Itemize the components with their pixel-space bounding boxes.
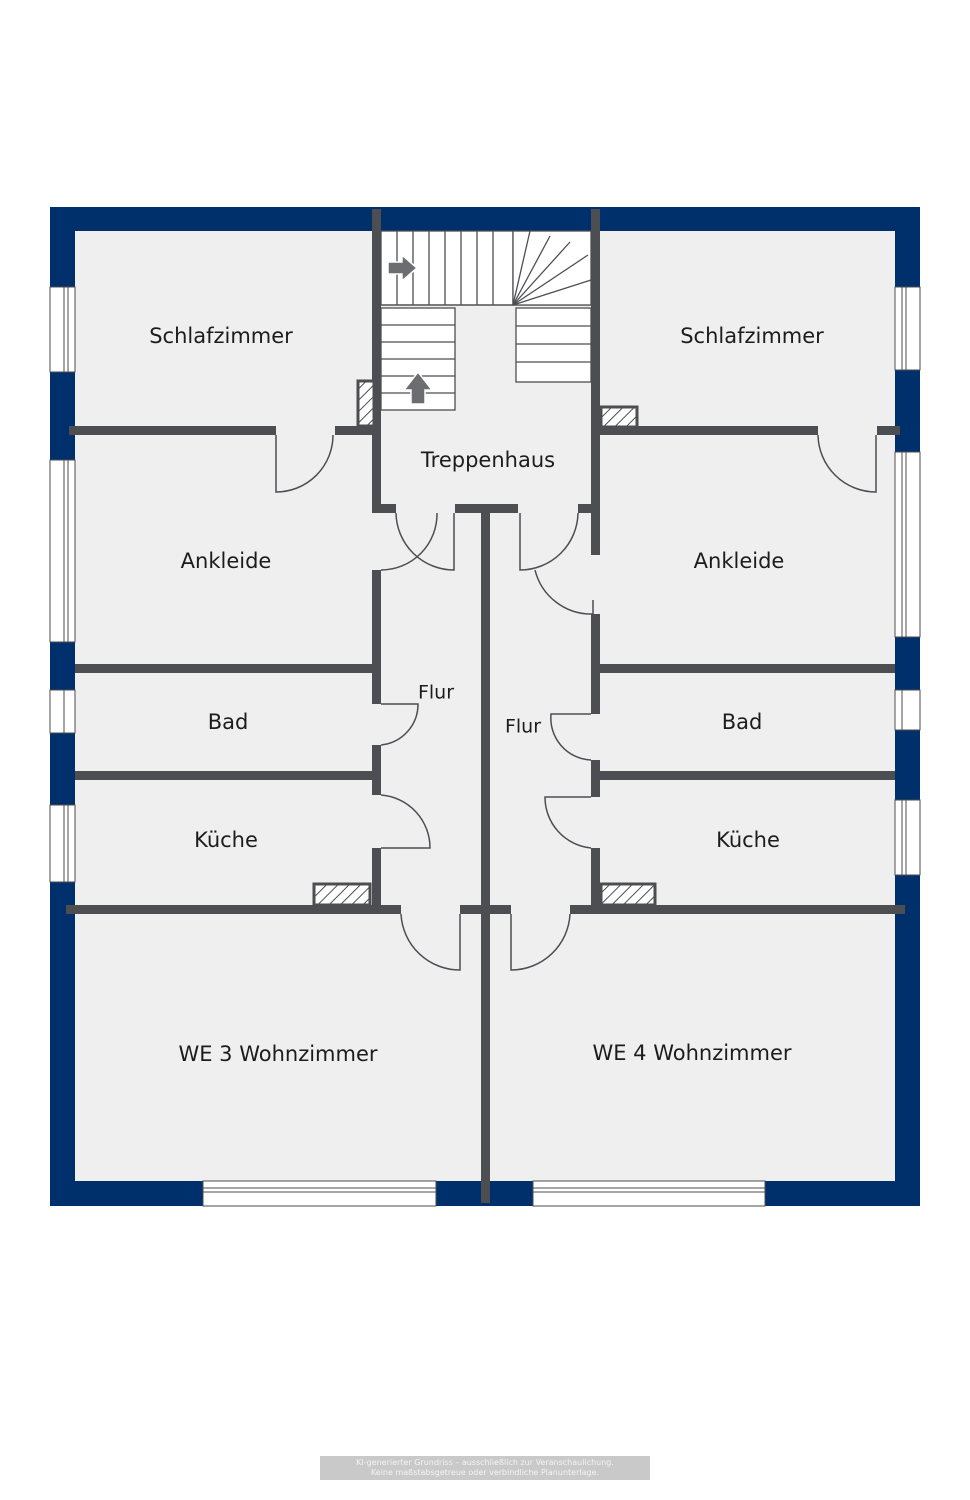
disclaimer-line-2: Keine maßstabsgetreue oder verbindliche … (370, 1468, 600, 1477)
doors (275, 434, 877, 971)
room-label-ankleide-right: Ankleide (694, 549, 785, 573)
inner-walls (66, 209, 905, 1203)
disclaimer-line-1: KI-generierter Grundriss – ausschließlic… (356, 1458, 614, 1467)
room-label-flur-left: Flur (418, 682, 454, 704)
room-label-treppenhaus: Treppenhaus (420, 448, 555, 472)
room-label-wohnzimmer-right: WE 4 Wohnzimmer (592, 1041, 791, 1065)
room-labels: Schlafzimmer Schlafzimmer Treppenhaus An… (149, 324, 824, 1066)
room-label-schlafzimmer-right: Schlafzimmer (680, 324, 824, 348)
disclaimer-box: KI-generierter Grundriss – ausschließlic… (320, 1456, 650, 1480)
windows (49, 286, 921, 1207)
room-label-flur-right: Flur (505, 716, 541, 738)
room-label-wohnzimmer-left: WE 3 Wohnzimmer (178, 1042, 377, 1066)
room-label-bad-left: Bad (208, 710, 249, 734)
staircase (380, 230, 592, 411)
floor-areas (75, 231, 895, 1181)
room-label-ankleide-left: Ankleide (181, 549, 272, 573)
room-label-bad-right: Bad (722, 710, 763, 734)
room-label-kueche-left: Küche (194, 828, 258, 852)
stair-arrow-icon (387, 253, 434, 405)
shafts (312, 379, 657, 907)
room-label-kueche-right: Küche (716, 828, 780, 852)
room-label-schlafzimmer-left: Schlafzimmer (149, 324, 293, 348)
stair-shaft-top (377, 207, 598, 233)
